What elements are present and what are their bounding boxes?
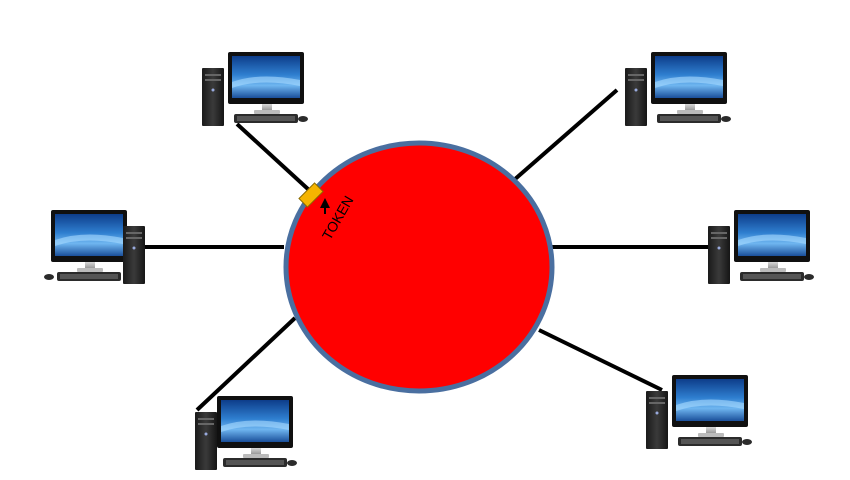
desktop-computer-icon [708, 210, 814, 284]
token-marker [298, 182, 324, 208]
computer-top-left[interactable] [202, 52, 308, 126]
link-bottom-right [538, 328, 663, 392]
desktop-computer-icon [44, 210, 145, 284]
token-ring [283, 140, 555, 394]
computer-bottom-left[interactable] [195, 396, 297, 470]
desktop-computer-icon [202, 52, 308, 126]
computer-top-right[interactable] [625, 52, 731, 126]
link-bottom-left [195, 316, 297, 412]
link-top-right [512, 88, 619, 182]
computer-middle-right[interactable] [708, 210, 814, 284]
desktop-computer-icon [646, 375, 752, 449]
network-links [143, 88, 710, 412]
desktop-computer-icon [195, 396, 297, 470]
arrow-up-icon [320, 198, 330, 214]
computer-bottom-right[interactable] [646, 375, 752, 449]
link-top-left [235, 122, 311, 192]
computer-middle-left[interactable] [44, 210, 145, 284]
desktop-computer-icon [625, 52, 731, 126]
